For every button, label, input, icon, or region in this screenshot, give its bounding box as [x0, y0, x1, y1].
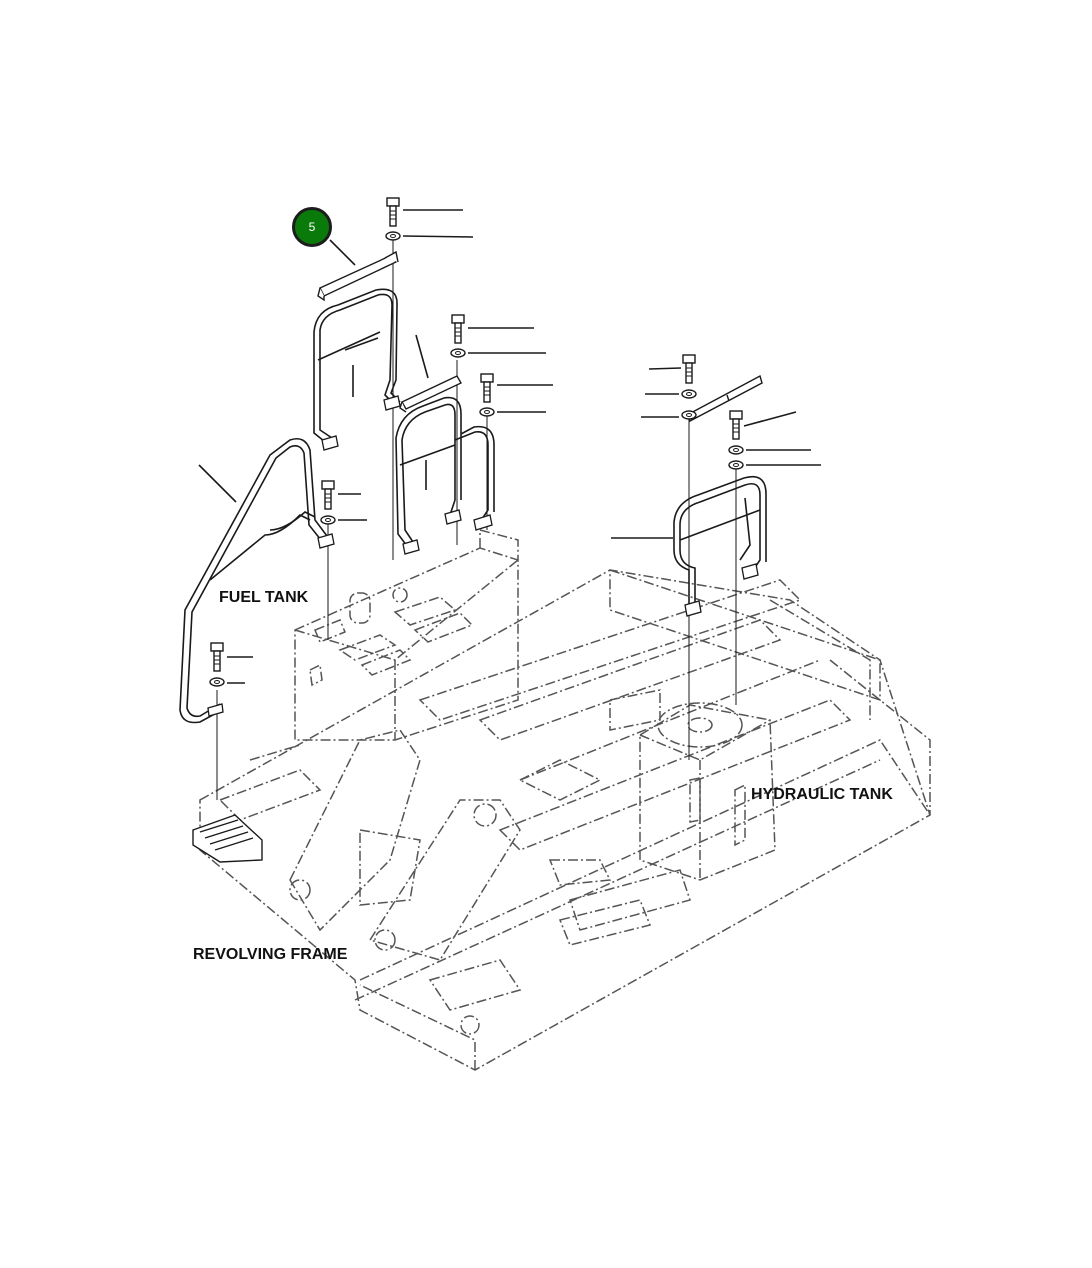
fuel-tank	[294, 529, 519, 741]
bracket-middle	[401, 375, 462, 410]
fasteners	[209, 197, 744, 687]
item-callout-5[interactable]: 5	[292, 207, 332, 247]
revolving-frame	[199, 568, 931, 1071]
bracket-right	[686, 374, 763, 422]
handrails	[179, 288, 767, 724]
revolving-frame-label: REVOLVING FRAME	[193, 946, 348, 963]
callout-number: 5	[308, 220, 316, 234]
rail-feet	[207, 395, 759, 717]
hydraulic-tank-label: HYDRAULIC TANK	[751, 786, 893, 803]
angle-brackets	[317, 250, 763, 422]
step-plate	[192, 814, 263, 863]
fuel-tank-label: FUEL TANK	[219, 589, 309, 606]
hydraulic-tank	[609, 689, 776, 881]
leader-lines	[198, 209, 821, 684]
